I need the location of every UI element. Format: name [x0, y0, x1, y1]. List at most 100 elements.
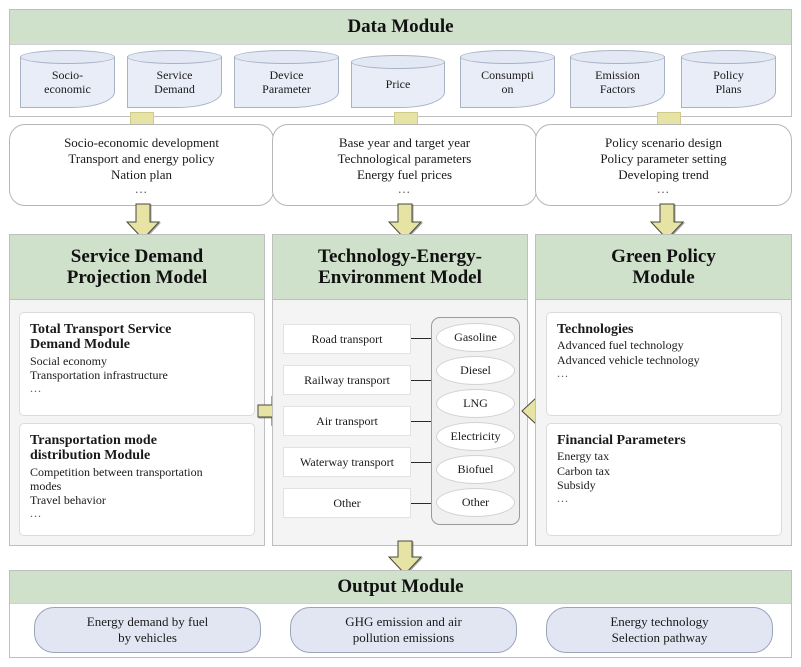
note-box-policy: Policy scenario design Policy parameter …	[535, 124, 792, 206]
card-line: Carbon tax	[557, 463, 610, 478]
data-store-label: Consumpti on	[481, 68, 534, 96]
output-module-title: Output Module	[10, 571, 791, 604]
note-box-technology: Base year and target year Technological …	[272, 124, 537, 206]
card-line: modes	[30, 478, 62, 493]
note-line: Policy scenario design	[605, 135, 722, 151]
data-store-price[interactable]: Price	[351, 55, 445, 108]
fuel-diesel[interactable]: Diesel	[436, 356, 515, 385]
arrow-down-left	[125, 203, 161, 240]
fuel-label: Diesel	[460, 363, 491, 377]
note-ellipsis: ...	[657, 180, 670, 196]
mode-box-railway-transport[interactable]: Railway transport	[283, 365, 411, 395]
note-line: Base year and target year	[338, 135, 471, 151]
cylinder-body	[351, 62, 445, 108]
cylinder-top	[460, 50, 555, 64]
output-label: Energy technology Selection pathway	[610, 613, 709, 645]
cylinder-body	[127, 57, 222, 108]
data-store-device-parameter[interactable]: Device Parameter	[234, 50, 339, 108]
fuel-label: LNG	[463, 396, 488, 410]
card-line: Travel behavior	[30, 493, 106, 508]
cylinder-top	[127, 50, 222, 64]
data-store-consumption[interactable]: Consumpti on	[460, 50, 555, 108]
output-energy-demand[interactable]: Energy demand by fuel by vehicles	[34, 607, 261, 653]
card-ellipsis: ...	[30, 506, 42, 521]
card-financial-parameters[interactable]: Financial Parameters Energy tax Carbon t…	[546, 423, 782, 536]
card-title: Transportation mode distribution Module	[30, 433, 157, 464]
service-demand-module-title: Service Demand Projection Model	[10, 235, 264, 300]
cylinder-top	[234, 50, 339, 64]
card-ellipsis: ...	[557, 490, 569, 505]
output-energy-technology-pathway[interactable]: Energy technology Selection pathway	[546, 607, 773, 653]
card-line: Transportation infrastructure	[30, 367, 168, 382]
fuel-biofuel[interactable]: Biofuel	[436, 455, 515, 484]
cylinder-body	[570, 57, 665, 108]
technology-module-title: Technology-Energy- Environment Model	[273, 235, 527, 300]
fuel-lng[interactable]: LNG	[436, 389, 515, 418]
note-line: Policy parameter setting	[600, 151, 727, 167]
mode-label: Railway transport	[304, 372, 390, 387]
data-store-label: Price	[385, 77, 411, 92]
mode-box-waterway-transport[interactable]: Waterway transport	[283, 447, 411, 477]
cylinder-top	[570, 50, 665, 64]
data-store-socio-economic[interactable]: Socio- economic	[20, 50, 115, 108]
fuel-electricity[interactable]: Electricity	[436, 422, 515, 451]
cylinder-body	[460, 57, 555, 108]
fuel-label: Other	[461, 495, 490, 509]
card-ellipsis: ...	[557, 365, 569, 380]
card-line: Competition between transportation	[30, 464, 203, 479]
cylinder-body	[681, 57, 776, 108]
green-policy-module-title: Green Policy Module	[536, 235, 791, 300]
mode-box-other[interactable]: Other	[283, 488, 411, 518]
arrow-down-right	[649, 203, 685, 240]
data-store-policy-plans[interactable]: Policy Plans	[681, 50, 776, 108]
card-line: Social economy	[30, 353, 107, 368]
mode-box-road-transport[interactable]: Road transport	[283, 324, 411, 354]
connector-line-air-to-fuels	[411, 421, 443, 422]
arrow-down-to-output	[387, 540, 423, 575]
card-technologies[interactable]: Technologies Advanced fuel technology Ad…	[546, 312, 782, 416]
note-line: Socio-economic development	[64, 135, 219, 151]
mode-label: Waterway transport	[300, 454, 394, 469]
card-title: Technologies	[557, 322, 634, 337]
output-label: Energy demand by fuel by vehicles	[86, 613, 209, 645]
mode-label: Other	[333, 495, 361, 510]
data-store-label: Emission Factors	[595, 68, 640, 96]
cylinder-body	[234, 57, 339, 108]
cylinder-top	[351, 55, 445, 69]
fuel-label: Electricity	[450, 429, 501, 443]
fuel-label: Gasoline	[454, 330, 497, 344]
note-line: Transport and energy policy	[68, 151, 215, 167]
note-line: Nation plan	[110, 167, 172, 183]
data-store-service-demand[interactable]: Service Demand	[127, 50, 222, 108]
fuel-label: Biofuel	[457, 462, 494, 476]
card-title: Total Transport Service Demand Module	[30, 322, 172, 353]
card-ellipsis: ...	[30, 381, 42, 396]
data-module-title: Data Module	[10, 10, 791, 45]
card-transportation-mode-distribution[interactable]: Transportation mode distribution Module …	[19, 423, 255, 536]
card-total-transport-service-demand[interactable]: Total Transport Service Demand Module So…	[19, 312, 255, 416]
cylinder-top	[681, 50, 776, 64]
connector-line-other	[411, 503, 433, 504]
data-store-label: Device Parameter	[262, 68, 311, 96]
fuel-gasoline[interactable]: Gasoline	[436, 323, 515, 352]
data-store-label: Policy Plans	[713, 68, 744, 96]
cylinder-body	[20, 57, 115, 108]
note-line: Developing trend	[618, 167, 709, 183]
note-ellipsis: ...	[135, 180, 148, 196]
mode-label: Road transport	[311, 331, 383, 346]
fuel-other[interactable]: Other	[436, 488, 515, 517]
mode-label: Air transport	[316, 413, 378, 428]
card-title: Financial Parameters	[557, 433, 686, 448]
card-line: Advanced vehicle technology	[557, 352, 700, 367]
data-store-label: Service Demand	[154, 68, 195, 96]
data-store-emission-factors[interactable]: Emission Factors	[570, 50, 665, 108]
card-line: Subsidy	[557, 477, 596, 492]
arrow-down-center	[387, 203, 423, 240]
note-line: Technological parameters	[337, 151, 472, 167]
card-line: Advanced fuel technology	[557, 338, 684, 353]
note-ellipsis: ...	[398, 180, 411, 196]
mode-box-air-transport[interactable]: Air transport	[283, 406, 411, 436]
output-ghg-emission[interactable]: GHG emission and air pollution emissions	[290, 607, 517, 653]
connector-line-waterway	[411, 462, 433, 463]
